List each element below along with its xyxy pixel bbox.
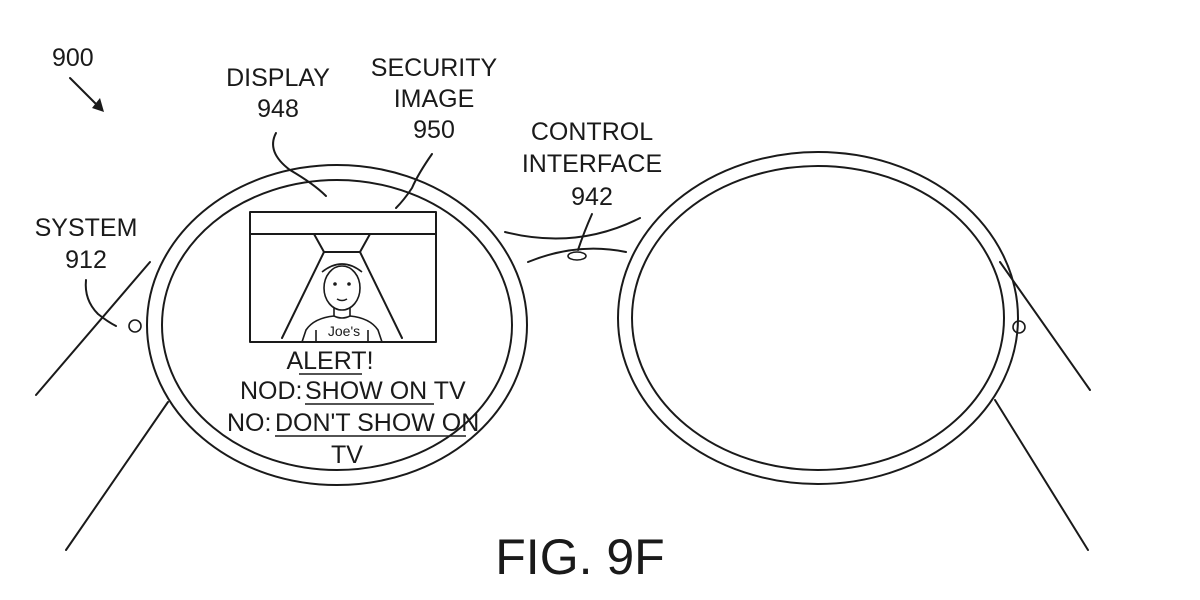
figure-ref-arrowhead	[92, 98, 104, 112]
control-interface-leader-line	[577, 213, 593, 251]
security-image-leader-line	[395, 153, 433, 209]
label-system: SYSTEM 912	[35, 214, 138, 327]
system-leader-line	[84, 279, 117, 327]
bridge	[504, 217, 641, 263]
right-lens	[617, 151, 1019, 485]
right-hinge	[1012, 320, 1026, 334]
display-leader-line	[272, 132, 327, 197]
light-beam-right	[359, 251, 403, 339]
security-image-label-line1: SECURITY	[371, 54, 498, 82]
figure-caption: FIG. 9F	[495, 529, 664, 585]
option-no-action: DON'T SHOW ON	[275, 409, 479, 437]
label-display: DISPLAY 948	[226, 64, 330, 197]
display-ref: 948	[257, 95, 299, 123]
control-interface-label-line1: CONTROL	[531, 118, 653, 146]
option-no-action-cont: TV	[331, 441, 363, 469]
shirt-text: Joe's	[328, 323, 360, 339]
person-figure	[301, 263, 383, 343]
figure-ref-arrow	[69, 77, 101, 109]
system-ref: 912	[65, 246, 107, 274]
security-image-frame	[249, 211, 437, 343]
display-label: DISPLAY	[226, 64, 330, 92]
left-lens	[146, 164, 528, 486]
right-temple	[994, 261, 1091, 551]
label-control-interface: CONTROL INTERFACE 942	[522, 118, 662, 251]
alert-title: ALERT!	[286, 347, 373, 375]
security-image-label-line2: IMAGE	[394, 85, 475, 113]
option-nod-prefix: NOD:	[240, 377, 303, 405]
left-temple	[35, 261, 169, 551]
control-interface-label-line2: INTERFACE	[522, 150, 662, 178]
control-interface-ref: 942	[571, 183, 613, 211]
light-fixture	[313, 233, 371, 253]
left-hinge	[128, 319, 142, 333]
light-beam-left	[281, 251, 325, 339]
alert-message: ALERT! NOD: SHOW ON TV NO: DON'T SHOW ON…	[227, 347, 479, 469]
option-nod-action: SHOW ON TV	[305, 377, 466, 405]
security-image: Joe's	[249, 211, 437, 343]
control-interface-button	[567, 251, 587, 261]
label-security-image: SECURITY IMAGE 950	[371, 54, 498, 209]
security-image-ref: 950	[413, 116, 455, 144]
system-label: SYSTEM	[35, 214, 138, 242]
figure-ref-label: 900	[52, 44, 94, 72]
option-no-prefix: NO:	[227, 409, 271, 437]
